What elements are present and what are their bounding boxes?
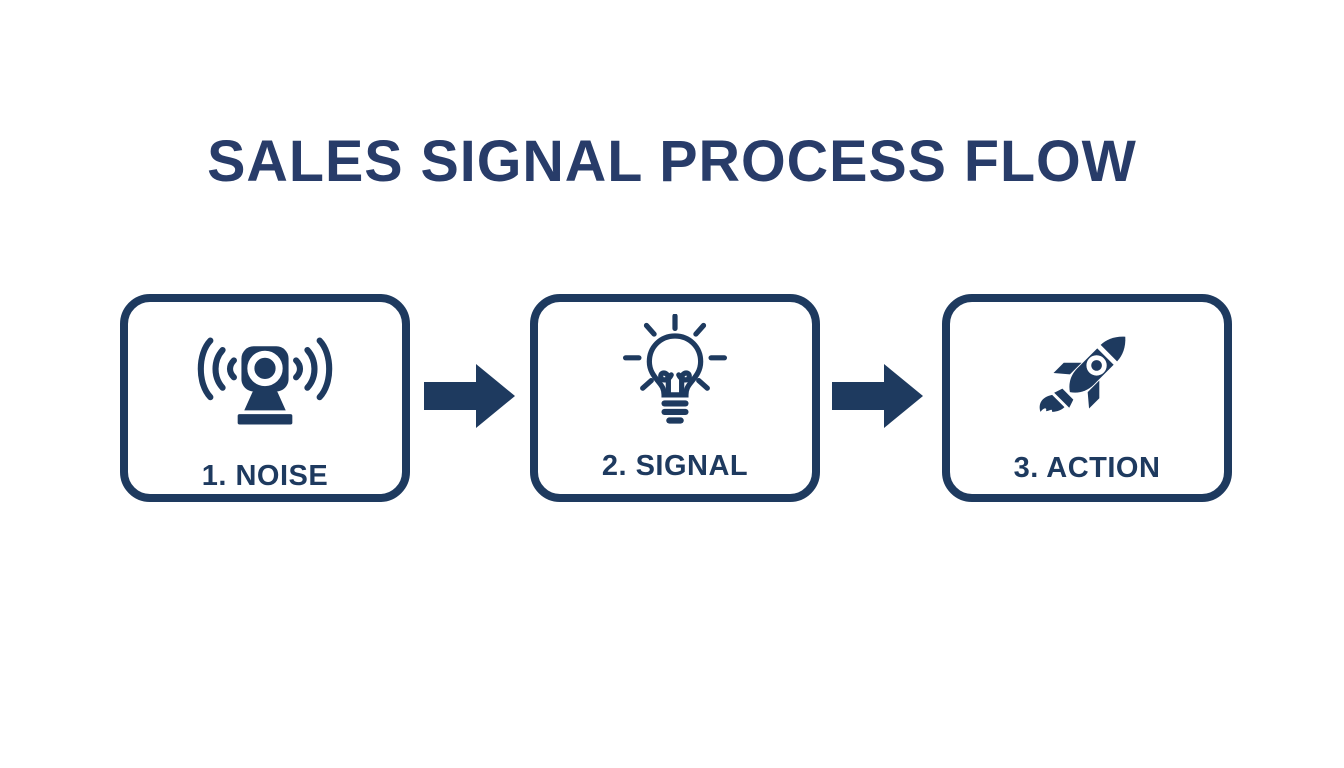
arrow-right-icon bbox=[832, 361, 924, 431]
arrow-right-icon bbox=[424, 361, 516, 431]
step-label: 2. SIGNAL bbox=[601, 450, 749, 482]
step-box-noise: 1. NOISE bbox=[120, 294, 410, 502]
lightbulb-icon bbox=[618, 302, 732, 436]
rocket-icon bbox=[1029, 302, 1145, 438]
page-title: SALES SIGNAL PROCESS FLOW bbox=[207, 129, 1137, 194]
step-label: 1. NOISE bbox=[201, 460, 329, 492]
step-box-action: 3. ACTION bbox=[942, 294, 1232, 502]
step-label: 3. ACTION bbox=[1013, 452, 1161, 484]
alarm-speaker-icon bbox=[194, 302, 336, 446]
step-box-signal: 2. SIGNAL bbox=[530, 294, 820, 502]
